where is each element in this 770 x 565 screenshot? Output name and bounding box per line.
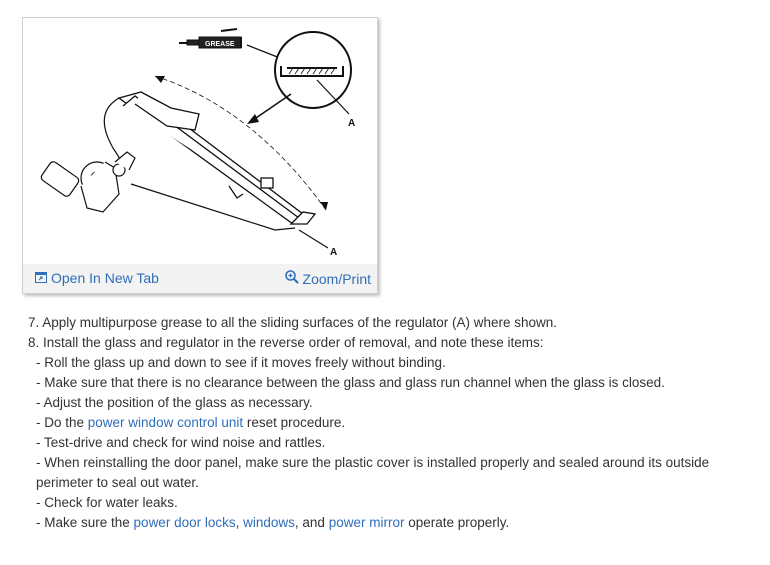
figure-toolbar: Open In New Tab Zoom/Print	[23, 264, 377, 293]
item-text: reset procedure.	[243, 415, 346, 430]
step-7: 7. Apply multipurpose grease to all the …	[24, 313, 754, 333]
new-tab-icon	[35, 270, 47, 286]
step-8: 8. Install the glass and regulator in th…	[24, 333, 754, 353]
magnifier-icon	[284, 270, 299, 287]
zoom-print-label: Zoom/Print	[302, 270, 371, 287]
list-item: - Adjust the position of the glass as ne…	[36, 395, 313, 410]
procedure-text: 7. Apply multipurpose grease to all the …	[24, 313, 754, 533]
motor-assembly	[40, 151, 136, 213]
open-in-new-tab-label: Open In New Tab	[51, 270, 159, 286]
item-text: - Make sure the	[36, 515, 134, 530]
item-text: - Do the	[36, 415, 88, 430]
list-item: - When reinstalling the door panel, make…	[36, 455, 710, 490]
list-item: - Make sure the power door locks, window…	[24, 513, 754, 533]
item-text: ,	[235, 515, 244, 530]
step-number: 8.	[28, 335, 40, 350]
item-text: , and	[294, 515, 329, 530]
power-door-locks-link[interactable]: power door locks	[133, 515, 236, 530]
list-item: - Make sure that there is no clearance b…	[36, 375, 665, 390]
list-item: - Test-drive and check for wind noise an…	[36, 435, 326, 450]
detail-magnifier	[274, 31, 352, 109]
list-item: - Do the power window control unit reset…	[24, 413, 754, 433]
power-mirror-link[interactable]: power mirror	[328, 515, 405, 530]
step-text: Apply multipurpose grease to all the sli…	[42, 315, 558, 330]
grease-tube-icon	[179, 28, 242, 49]
figure-panel: GREASE A	[22, 17, 378, 294]
callout-a-bottom: A	[330, 247, 337, 258]
windows-link[interactable]: windows	[243, 515, 295, 530]
regulator-diagram: GREASE A	[40, 28, 355, 258]
step-text: Install the glass and regulator in the r…	[43, 335, 544, 350]
list-item: - Roll the glass up and down to see if i…	[36, 355, 446, 370]
power-window-control-unit-link[interactable]: power window control unit	[87, 415, 244, 430]
open-in-new-tab-link[interactable]: Open In New Tab	[35, 270, 159, 286]
regulator-rail	[117, 91, 317, 225]
callout-a-top: A	[348, 118, 355, 129]
grease-label: GREASE	[205, 41, 235, 48]
zoom-print-link[interactable]: Zoom/Print	[284, 270, 371, 287]
step-number: 7.	[28, 315, 40, 330]
item-text: operate properly.	[404, 515, 510, 530]
list-item: - Check for water leaks.	[36, 495, 178, 510]
